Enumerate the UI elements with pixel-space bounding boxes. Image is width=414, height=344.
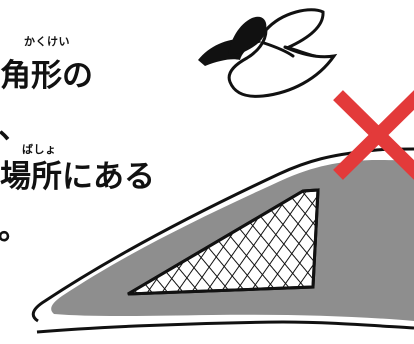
bird-illustration <box>198 8 338 98</box>
red-x-icon <box>333 90 414 180</box>
triangular-mesh-illustration <box>28 145 414 344</box>
